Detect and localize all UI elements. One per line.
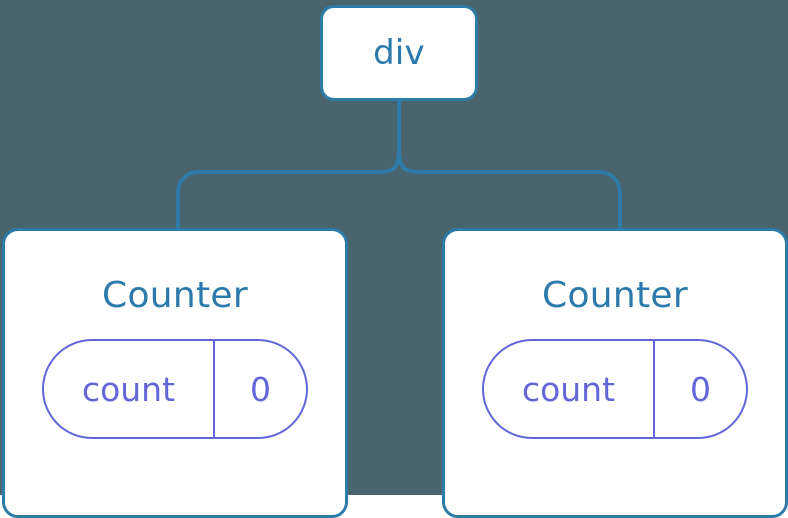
state-value-count: 0 — [250, 369, 271, 409]
connector-branch-right — [397, 149, 622, 230]
connector-branch-left — [176, 149, 401, 230]
node-counter-1[interactable]: Counter count 0 — [442, 228, 788, 518]
node-div-label: div — [373, 33, 425, 73]
state-key-count: count — [484, 341, 655, 437]
state-key-count: count — [44, 341, 215, 437]
node-counter-0[interactable]: Counter count 0 — [2, 228, 348, 518]
node-counter-1-label: Counter — [542, 275, 688, 316]
state-value-count: 0 — [690, 369, 711, 409]
state-pill-counter-1[interactable]: count 0 — [482, 339, 748, 439]
node-div[interactable]: div — [320, 5, 478, 101]
state-pill-counter-0[interactable]: count 0 — [42, 339, 308, 439]
node-counter-0-label: Counter — [102, 275, 248, 316]
